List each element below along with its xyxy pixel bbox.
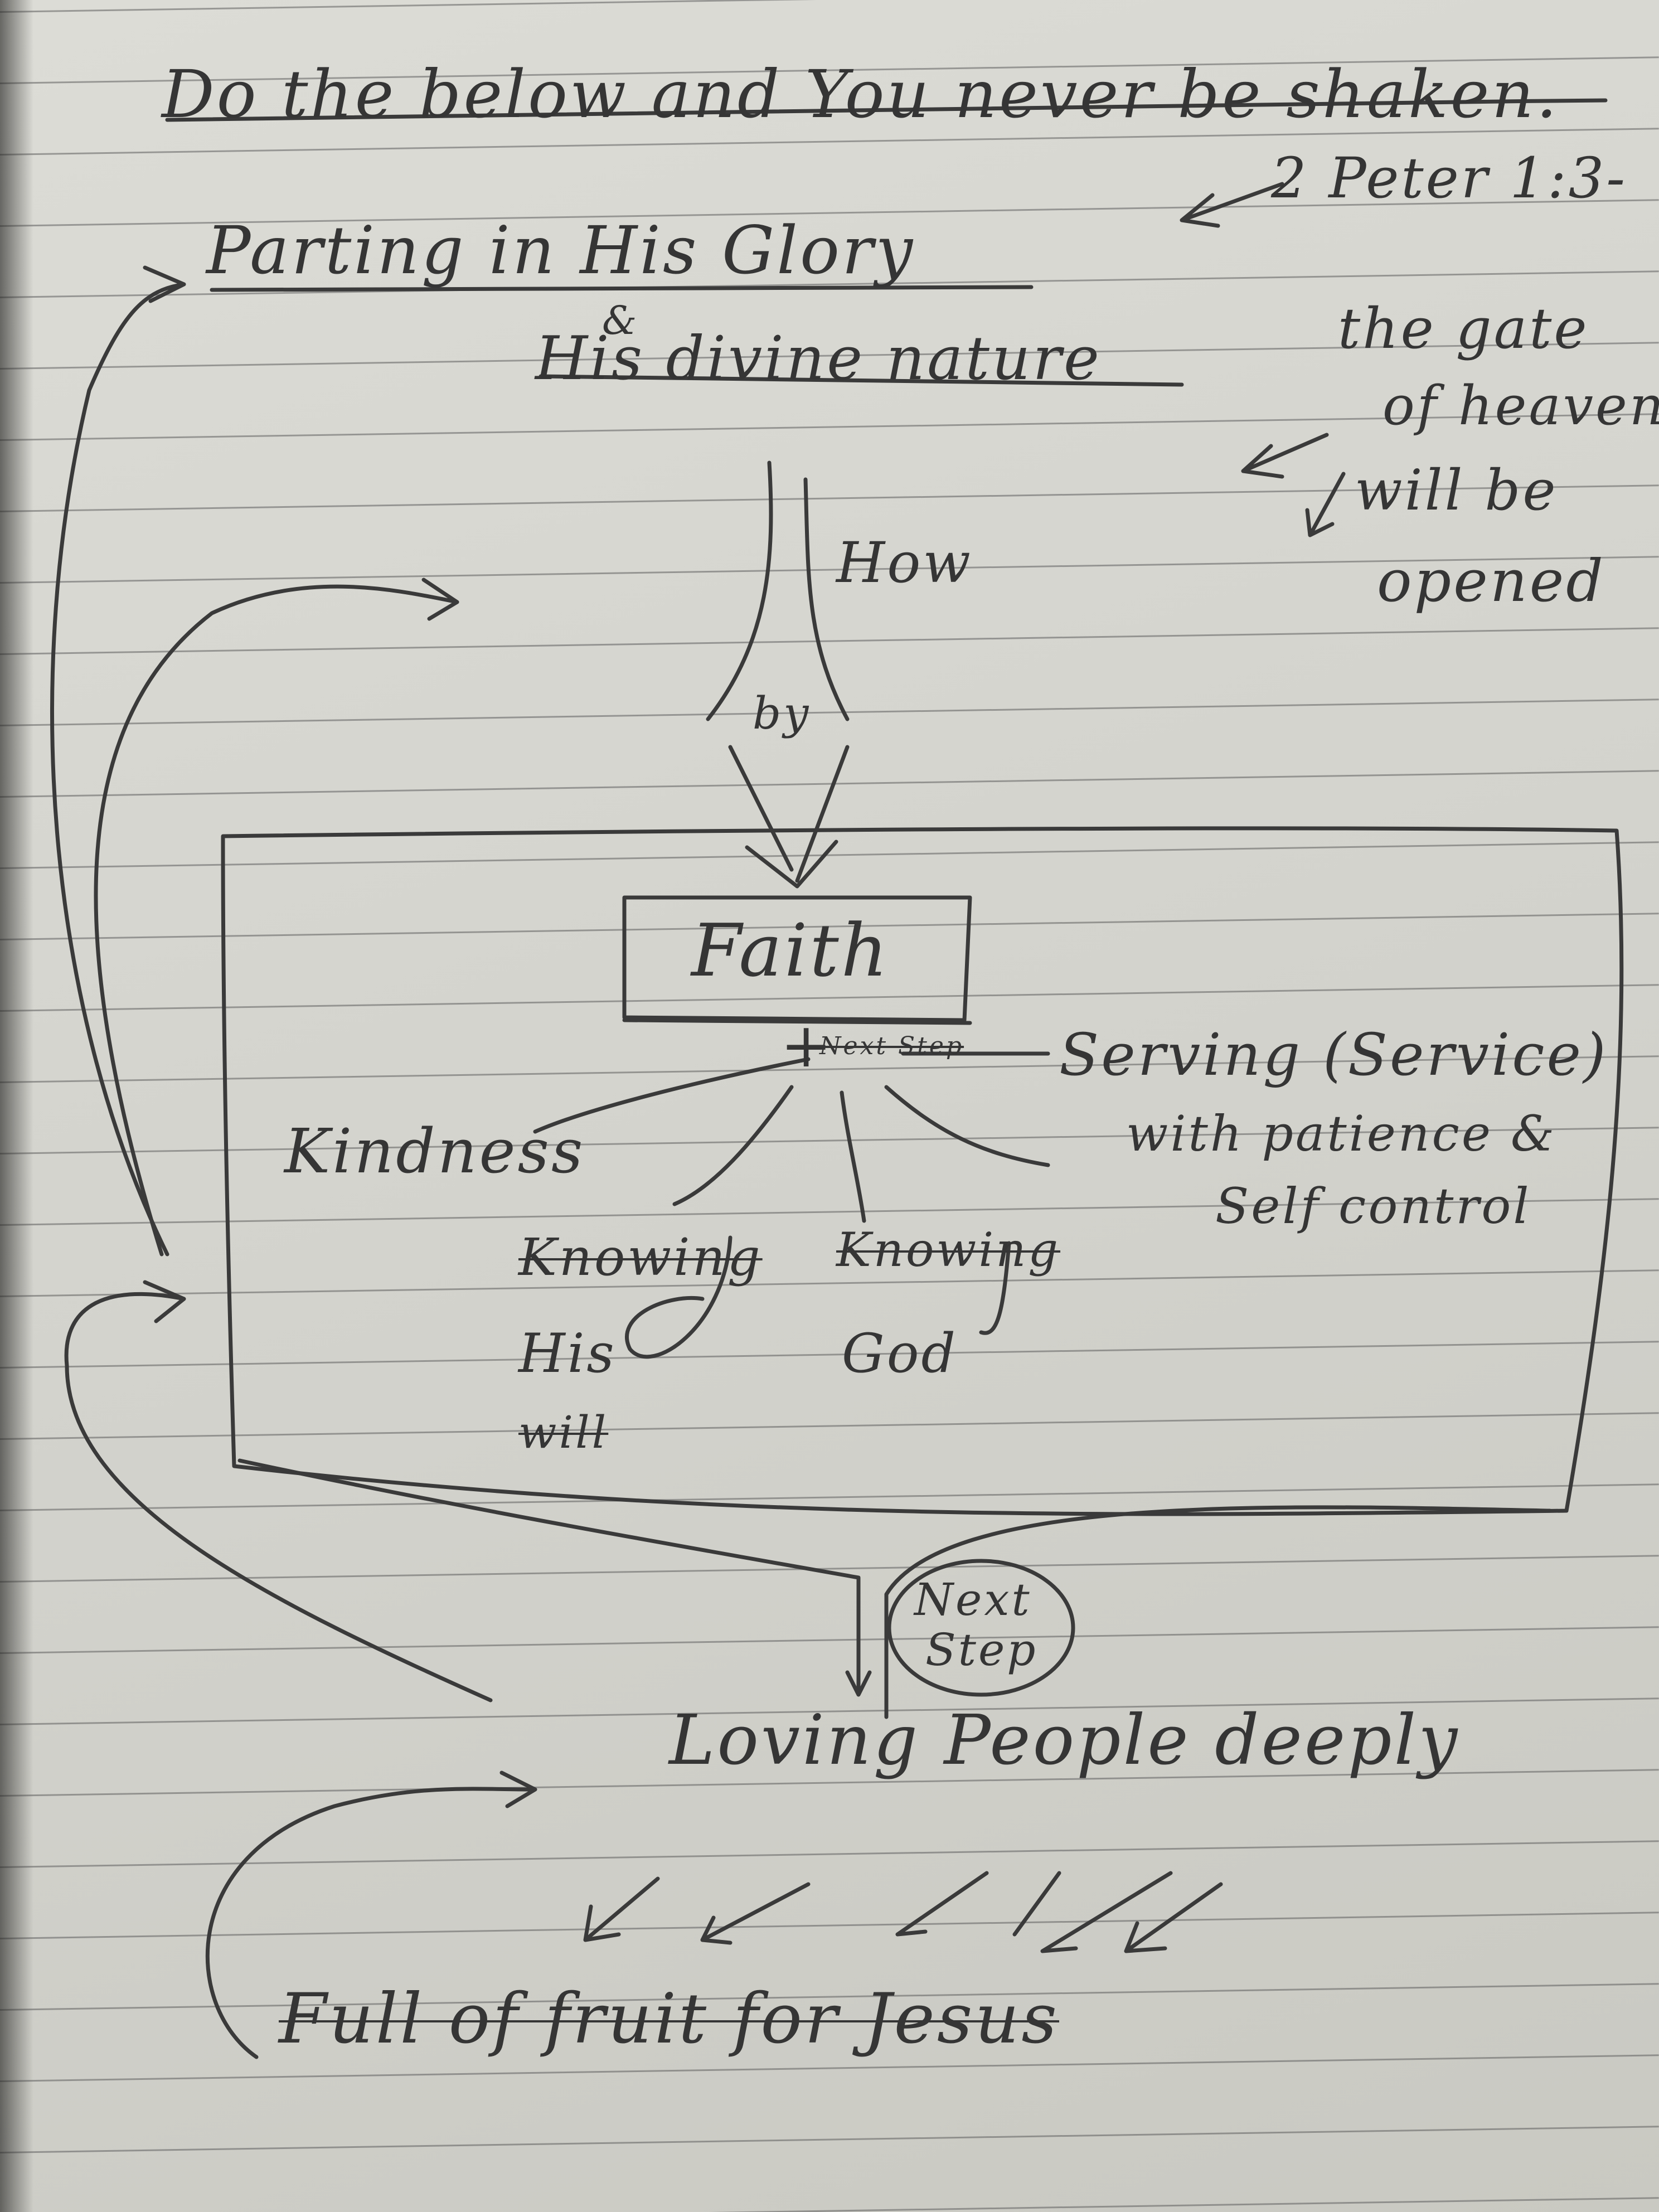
line-parting-glory: Parting in His Glory bbox=[206, 212, 915, 289]
next-step-bubble-line-1: Next bbox=[914, 1574, 1032, 1626]
faith-underline bbox=[622, 1018, 972, 1025]
arrow-down-4 bbox=[1012, 1871, 1061, 1937]
loop-knowing-will bbox=[625, 1235, 733, 1359]
arrow-to-loving-right bbox=[884, 1505, 1552, 1719]
arrow-to-gate bbox=[1241, 433, 1329, 479]
branch-kindness bbox=[533, 1057, 811, 1134]
arrow-gate-down bbox=[1305, 472, 1346, 537]
patience-label: with patience & bbox=[1126, 1105, 1557, 1162]
plus-sign: + bbox=[780, 1010, 835, 1081]
loop-left-mid bbox=[94, 578, 459, 1257]
arrow-down-2 bbox=[700, 1882, 811, 1945]
how-label: How bbox=[836, 530, 973, 595]
self-control-label: Self control bbox=[1215, 1177, 1531, 1235]
gate-line-3: will be bbox=[1355, 458, 1558, 523]
arrowhead-faith bbox=[745, 840, 838, 889]
gate-line-1: the gate bbox=[1338, 296, 1589, 361]
big-box bbox=[221, 826, 1624, 1516]
knowing-god-line-2: God bbox=[842, 1322, 958, 1385]
how-line-right bbox=[803, 477, 850, 721]
arrow-down-1 bbox=[583, 1876, 660, 1942]
loop-knowing-god bbox=[979, 1241, 1011, 1335]
loop-left-top bbox=[50, 265, 186, 1257]
underline-glory bbox=[210, 285, 1034, 292]
arrow-to-loving bbox=[237, 1458, 872, 1697]
loop-left-lower bbox=[64, 1280, 493, 1702]
arrow-to-verse bbox=[1180, 182, 1284, 228]
knowing-will-line-2: His bbox=[518, 1322, 617, 1385]
next-step-bubble bbox=[887, 1559, 1075, 1697]
by-arrow-right bbox=[795, 745, 850, 883]
by-arrow-left bbox=[728, 745, 794, 872]
underline-divine bbox=[539, 374, 1184, 387]
gate-line-2: of heaven bbox=[1382, 375, 1659, 437]
loving-people-label: Loving People deeply bbox=[669, 1700, 1460, 1781]
next-step-struck: Next Step bbox=[819, 1032, 964, 1060]
kindness-label: Kindness bbox=[284, 1115, 585, 1187]
branch-knowing-god bbox=[840, 1090, 866, 1223]
arrow-down-3 bbox=[895, 1871, 989, 1937]
full-of-fruit-label: Full of fruit for Jesus bbox=[279, 1979, 1059, 2059]
gate-line-4: opened bbox=[1377, 547, 1605, 615]
next-step-bubble-line-2: Step bbox=[925, 1624, 1038, 1676]
faith-box bbox=[622, 895, 972, 1022]
line-never-shaken: Do the below and You never be shaken. bbox=[162, 56, 1560, 133]
verse-reference: 2 Peter 1:3- bbox=[1271, 145, 1628, 211]
loop-bottom bbox=[205, 1770, 537, 2059]
faith-label: Faith bbox=[691, 908, 890, 993]
branch-patience bbox=[884, 1085, 1050, 1167]
knowing-will-line-1: Knowing bbox=[518, 1228, 763, 1287]
branch-knowing-will bbox=[672, 1085, 794, 1206]
serving-label: Serving (Service) bbox=[1059, 1021, 1608, 1089]
arrow-down-5 bbox=[1040, 1871, 1173, 1953]
knowing-god-line-1: Knowing bbox=[836, 1223, 1061, 1277]
ampersand: & bbox=[602, 298, 639, 343]
by-label: by bbox=[753, 687, 811, 739]
knowing-will-line-3: will bbox=[518, 1406, 609, 1458]
arrow-down-6 bbox=[1124, 1882, 1223, 1953]
line-divine-nature: His divine nature bbox=[535, 324, 1102, 394]
how-line-left bbox=[706, 460, 773, 721]
